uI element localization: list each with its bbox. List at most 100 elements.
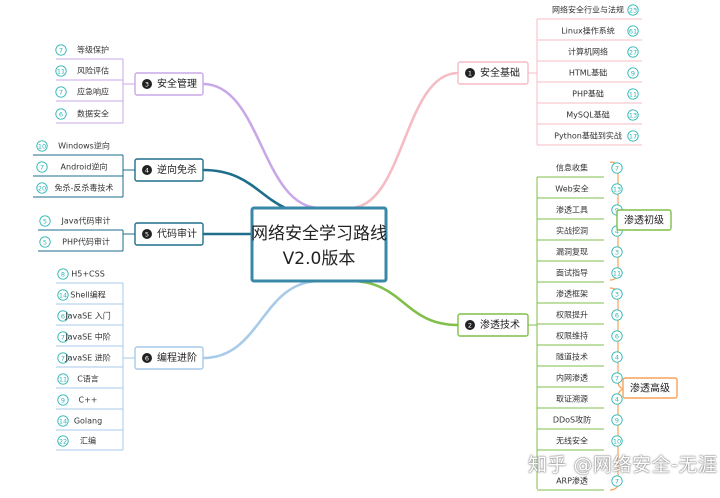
count-badge: 7 [40, 164, 44, 172]
count-badge-ring [36, 140, 48, 152]
central-topic-box [250, 206, 388, 283]
leaf-item: 无线安全 10 [556, 435, 623, 447]
count-badge: 5 [43, 218, 47, 226]
count-badge-ring [611, 330, 623, 342]
leaf-label: 权限提升 [556, 310, 588, 320]
count-badge: 7 [615, 478, 619, 486]
leaf-label: 等级保护 [77, 45, 109, 55]
branch-box [457, 313, 529, 337]
branch-number: 4 [145, 167, 149, 175]
count-badge: 27 [629, 49, 637, 57]
branch-box [134, 346, 204, 370]
count-badge: 7 [59, 89, 63, 97]
leaf-label: C++ [79, 396, 98, 405]
branch-box [134, 72, 204, 96]
leaf-label: ARP渗透 [556, 476, 588, 486]
leaf-label: 无线安全 [556, 436, 588, 446]
count-badge-ring [36, 182, 48, 194]
branch-label: 安全管理 [157, 77, 197, 90]
count-badge: 5 [43, 239, 47, 247]
count-badge-ring [57, 352, 69, 364]
branch2-connector [348, 279, 460, 327]
count-badge-ring [627, 46, 639, 58]
count-badge-ring [55, 86, 67, 98]
leaf-item: 计算机网络 27 [568, 46, 639, 58]
branch-label: 代码审计 [157, 227, 197, 240]
count-badge: 4 [615, 396, 619, 404]
leaf-label: 免杀-反杀毒技术 [55, 183, 114, 193]
count-badge: 11 [629, 91, 637, 99]
group-label: 渗透高级 [630, 382, 670, 395]
leaf-label: 信息收集 [556, 163, 588, 173]
count-badge: 11 [57, 68, 65, 76]
leaf-label: JavaSE 入门 [64, 311, 111, 321]
group-box [616, 209, 672, 231]
central-title: 网络安全学习路线 [251, 224, 387, 244]
leaf-item: ARP渗透 7 [556, 475, 623, 487]
count-badge-ring [611, 414, 623, 426]
count-badge-ring [627, 109, 639, 121]
count-badge-ring [55, 44, 67, 56]
count-badge: 4 [615, 354, 619, 362]
leaf-label: MySQL基础 [566, 110, 609, 120]
count-badge-ring [57, 435, 69, 447]
count-badge: 7 [615, 375, 619, 383]
count-badge: 13 [629, 112, 637, 120]
leaf-label: JavaSE 中阶 [64, 332, 111, 342]
leaf-label: 取证溯源 [556, 394, 588, 404]
branch-security-mgmt-connector [201, 82, 322, 210]
count-badge: 9 [61, 397, 65, 405]
count-badge-ring [611, 267, 623, 279]
branch-box [134, 222, 204, 246]
leaf-label: 数据安全 [77, 109, 109, 119]
count-badge: 10 [38, 143, 46, 151]
count-badge-ring [55, 65, 67, 77]
count-badge-ring [611, 246, 623, 258]
count-badge-ring [57, 394, 69, 406]
count-badge: 11 [613, 270, 621, 278]
leaf-label: C语言 [77, 374, 99, 384]
count-badge: 11 [59, 376, 67, 384]
leaf-label: Windows逆向 [58, 141, 110, 151]
watermark: 知乎 @网络安全-无涯 [528, 454, 718, 476]
count-badge: 10 [613, 438, 621, 446]
group-beginner: 渗透初级 [616, 209, 672, 231]
branch-number: 3 [145, 81, 149, 89]
branch-label: 渗透技术 [480, 318, 520, 331]
leaf-label: 计算机网络 [568, 47, 608, 57]
count-badge-ring [627, 4, 639, 16]
count-badge: 8 [61, 271, 65, 279]
count-badge: 17 [629, 133, 637, 141]
count-badge-ring [611, 288, 623, 300]
count-badge: 14 [59, 292, 67, 300]
branch-number: 6 [145, 355, 149, 363]
leaf-item: 渗透工具9 [556, 204, 623, 216]
count-badge-ring [627, 130, 639, 142]
count-badge-ring [611, 183, 623, 195]
leaf-item: 11 C语言 [57, 373, 99, 385]
leaf-label: 风险评估 [77, 66, 109, 76]
leaf-label: JavaSE 进阶 [64, 353, 111, 363]
group-box [622, 377, 678, 399]
leaf-label: 隧道技术 [556, 352, 588, 362]
leaf-label: 权限维持 [556, 331, 588, 341]
leaf-label: PHP代码审计 [62, 237, 110, 247]
count-badge: 7 [59, 47, 63, 55]
leaf-label: 漏洞复现 [556, 247, 588, 257]
count-badge: 6 [59, 111, 63, 119]
leaf-item: 6 数据安全 [55, 108, 109, 120]
count-badge-ring [36, 161, 48, 173]
